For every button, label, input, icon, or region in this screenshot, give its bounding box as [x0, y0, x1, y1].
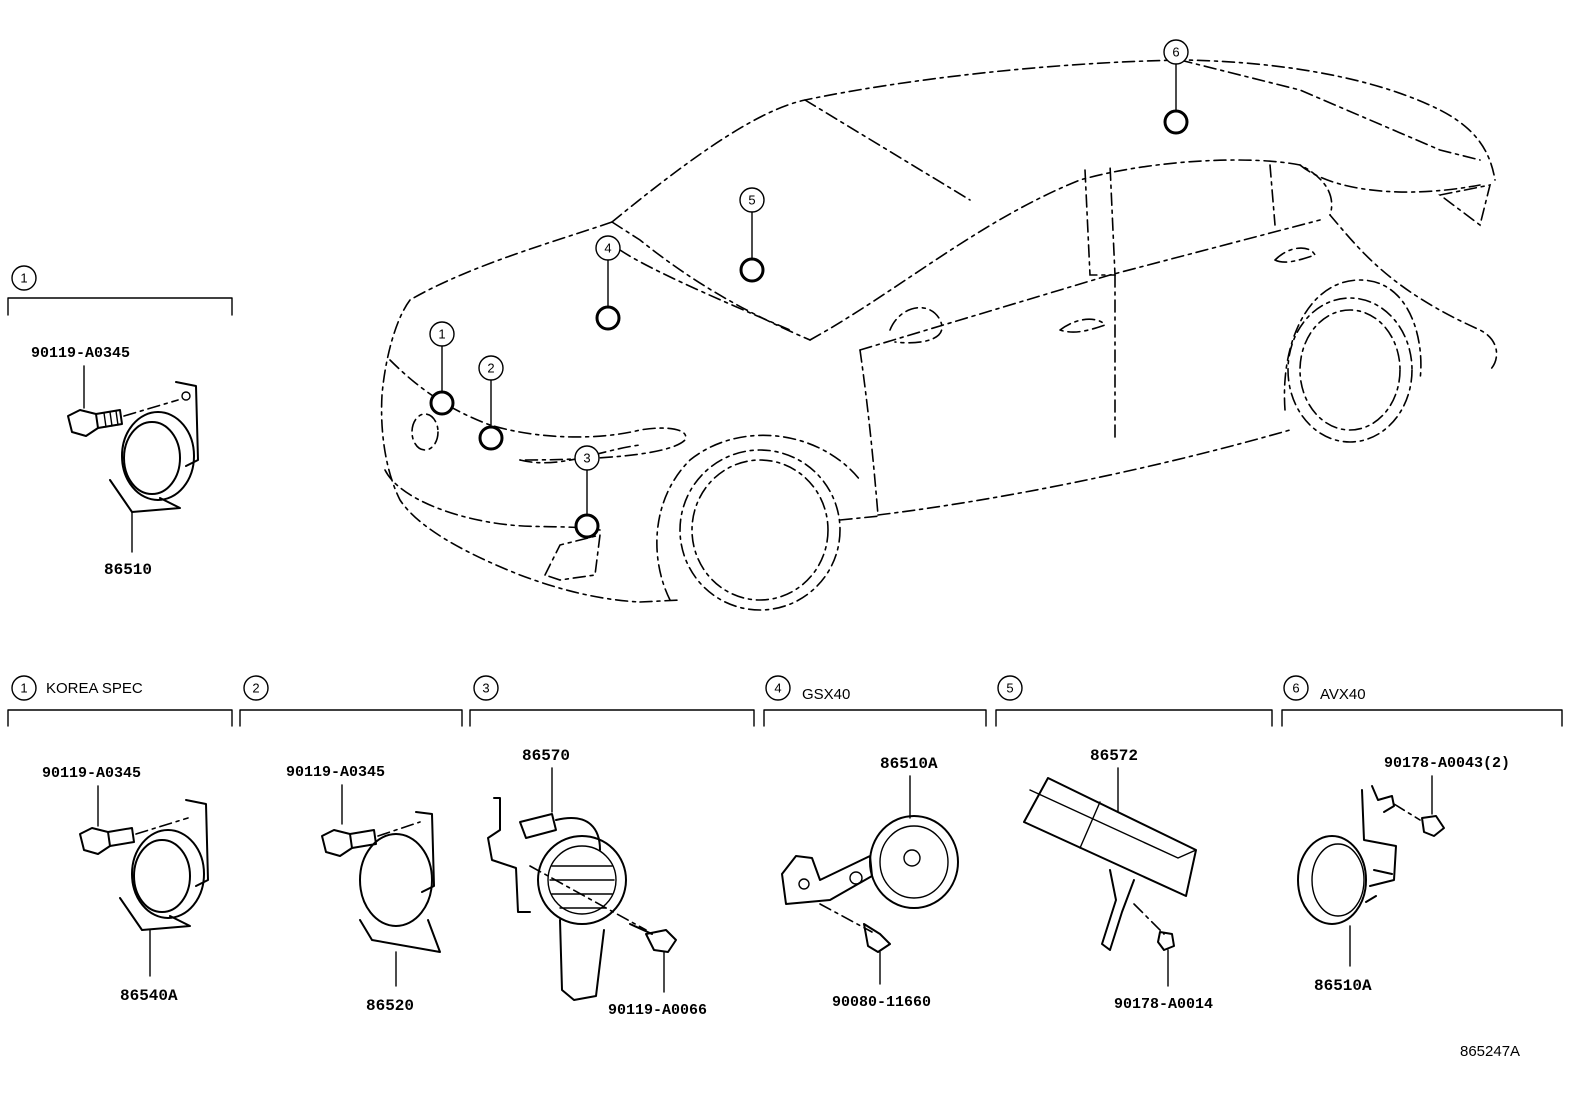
panel-2-bolt-part[interactable]: 90119-A0345 — [286, 764, 385, 781]
panel-5-unit-part[interactable]: 86572 — [1090, 747, 1138, 765]
panel-6-horn-part[interactable]: 86510A — [1314, 977, 1372, 995]
panel-3: 3 86570 90119-A0066 — [469, 675, 755, 1019]
panel-1: 1 KOREA SPEC 90119-A0345 86540A — [7, 675, 233, 1005]
horn-icon — [359, 811, 441, 953]
panel-5: 5 86572 90178-A0014 — [995, 675, 1273, 1013]
bolt-icon — [629, 923, 677, 953]
panel-5-number: 5 — [1006, 681, 1013, 696]
panel-4-spec: GSX40 — [802, 686, 850, 703]
panel-4-horn-part[interactable]: 86510A — [880, 755, 938, 773]
panel-4: 4 GSX40 86510A 90080-11660 — [763, 675, 987, 1011]
callout-5[interactable]: 5 — [739, 187, 765, 283]
panel-1-number: 1 — [20, 681, 27, 696]
callout-2[interactable]: 2 — [478, 355, 504, 451]
panel-6-nut-part[interactable]: 90178-A0043(2) — [1384, 755, 1510, 772]
callout-6[interactable]: 6 — [1163, 39, 1189, 135]
nut-icon — [1157, 931, 1175, 951]
sounder-icon — [487, 797, 627, 1001]
nut-icon — [1421, 815, 1445, 837]
diagram-code: 865247A — [1460, 1043, 1520, 1060]
callout-3-label: 3 — [583, 451, 590, 466]
vehicle-illustration — [380, 59, 1498, 611]
horn-icon — [109, 381, 199, 513]
bolt-icon — [79, 827, 135, 855]
horn-icon — [781, 815, 959, 909]
control-unit-icon — [1023, 777, 1197, 951]
callout-1[interactable]: 1 — [429, 321, 455, 416]
top-panel: 1 90119-A0345 86510 — [7, 265, 233, 579]
callout-5-label: 5 — [748, 193, 755, 208]
top-panel-horn-part[interactable]: 86510 — [104, 561, 152, 579]
panel-2: 2 90119-A0345 86520 — [239, 675, 463, 1015]
callout-4[interactable]: 4 — [595, 235, 621, 331]
panel-1-horn-part[interactable]: 86540A — [120, 987, 178, 1005]
callout-1-label: 1 — [438, 327, 445, 342]
panel-1-bolt-part[interactable]: 90119-A0345 — [42, 765, 141, 782]
panel-1-spec: KOREA SPEC — [46, 680, 143, 697]
panel-3-bolt-part[interactable]: 90119-A0066 — [608, 1002, 707, 1019]
horn-icon — [1297, 785, 1397, 925]
panel-2-horn-part[interactable]: 86520 — [366, 997, 414, 1015]
panel-3-unit-part[interactable]: 86570 — [522, 747, 570, 765]
vehicle-callouts: 1 2 3 4 5 6 — [429, 39, 1189, 539]
panel-3-number: 3 — [482, 681, 489, 696]
panel-4-number: 4 — [774, 681, 781, 696]
panel-5-nut-part[interactable]: 90178-A0014 — [1114, 996, 1213, 1013]
callout-3[interactable]: 3 — [574, 445, 600, 539]
top-panel-number: 1 — [20, 271, 27, 286]
callout-4-label: 4 — [604, 241, 611, 256]
callout-2-label: 2 — [487, 361, 494, 376]
panel-6: 6 AVX40 90178-A0043(2) 86510A — [1281, 675, 1563, 995]
callout-6-label: 6 — [1172, 45, 1179, 60]
panel-6-spec: AVX40 — [1320, 686, 1366, 703]
panel-2-number: 2 — [252, 681, 259, 696]
top-panel-bolt-part[interactable]: 90119-A0345 — [31, 345, 130, 362]
bolt-icon — [863, 923, 891, 953]
bolt-icon — [67, 409, 123, 437]
panel-4-bolt-part[interactable]: 90080-11660 — [832, 994, 931, 1011]
horn-icon — [119, 799, 209, 931]
panel-6-number: 6 — [1292, 681, 1299, 696]
